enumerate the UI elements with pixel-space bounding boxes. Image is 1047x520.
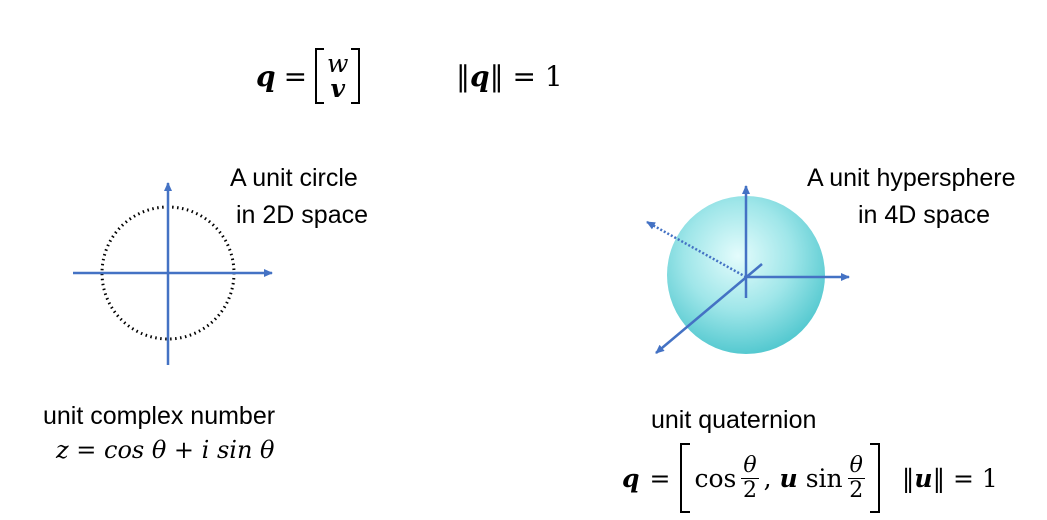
quaternion-norm: ‖q‖ = 1: [456, 60, 563, 93]
v-symbol: v: [330, 74, 346, 103]
right-bracket-2: [869, 443, 880, 513]
q-symbol: q: [256, 59, 276, 93]
two-1: 2: [742, 477, 757, 503]
complex-formula: z = cos θ + i sin θ: [56, 436, 275, 464]
dotted-axis-4d: [646, 220, 747, 279]
right-bracket: [351, 48, 361, 104]
q-symbol-2: q: [622, 463, 640, 493]
w-symbol: w: [327, 49, 349, 78]
wv-vector: w v: [315, 48, 361, 104]
diagonal-axis-4d: [655, 263, 763, 354]
left-bracket-2: [680, 443, 691, 513]
theta-half-2: θ 2: [847, 452, 865, 503]
circle-caption-line2: in 2D space: [236, 201, 369, 229]
quaternion-formula: q = cos θ 2 , u sin θ 2 ‖u‖ = 1: [622, 438, 998, 518]
u-norm-close: ‖ = 1: [932, 463, 998, 493]
left-bracket: [315, 48, 325, 104]
circle-caption-line1: A unit circle: [230, 164, 358, 192]
cos-label: cos: [694, 463, 737, 493]
u-norm-var: u: [914, 463, 933, 493]
unit-quaternion-label: unit quaternion: [651, 406, 817, 434]
theta-2: θ: [847, 452, 865, 479]
sphere-caption-line2: in 4D space: [858, 201, 991, 229]
theta-1: θ: [741, 452, 759, 479]
norm-close: ‖ = 1: [489, 60, 563, 93]
equals-sign: =: [283, 59, 308, 93]
u-symbol: u: [779, 463, 798, 493]
sin-label: sin: [805, 463, 843, 493]
norm-q-symbol: q: [470, 60, 490, 93]
hypersphere-diagram: [646, 185, 850, 354]
comma: ,: [763, 463, 772, 493]
u-norm-open: ‖: [901, 463, 915, 493]
unit-circle-diagram: [73, 182, 273, 365]
u-norm: ‖u‖ = 1: [902, 464, 998, 493]
sphere-caption-line1: A unit hypersphere: [807, 164, 1016, 192]
quaternion-definition: q = w v: [256, 48, 361, 104]
two-2: 2: [849, 477, 864, 503]
unit-complex-label: unit complex number: [43, 402, 276, 430]
theta-half-1: θ 2: [741, 452, 759, 503]
norm-open: ‖: [456, 60, 470, 93]
equals-sign-2: =: [649, 463, 671, 493]
